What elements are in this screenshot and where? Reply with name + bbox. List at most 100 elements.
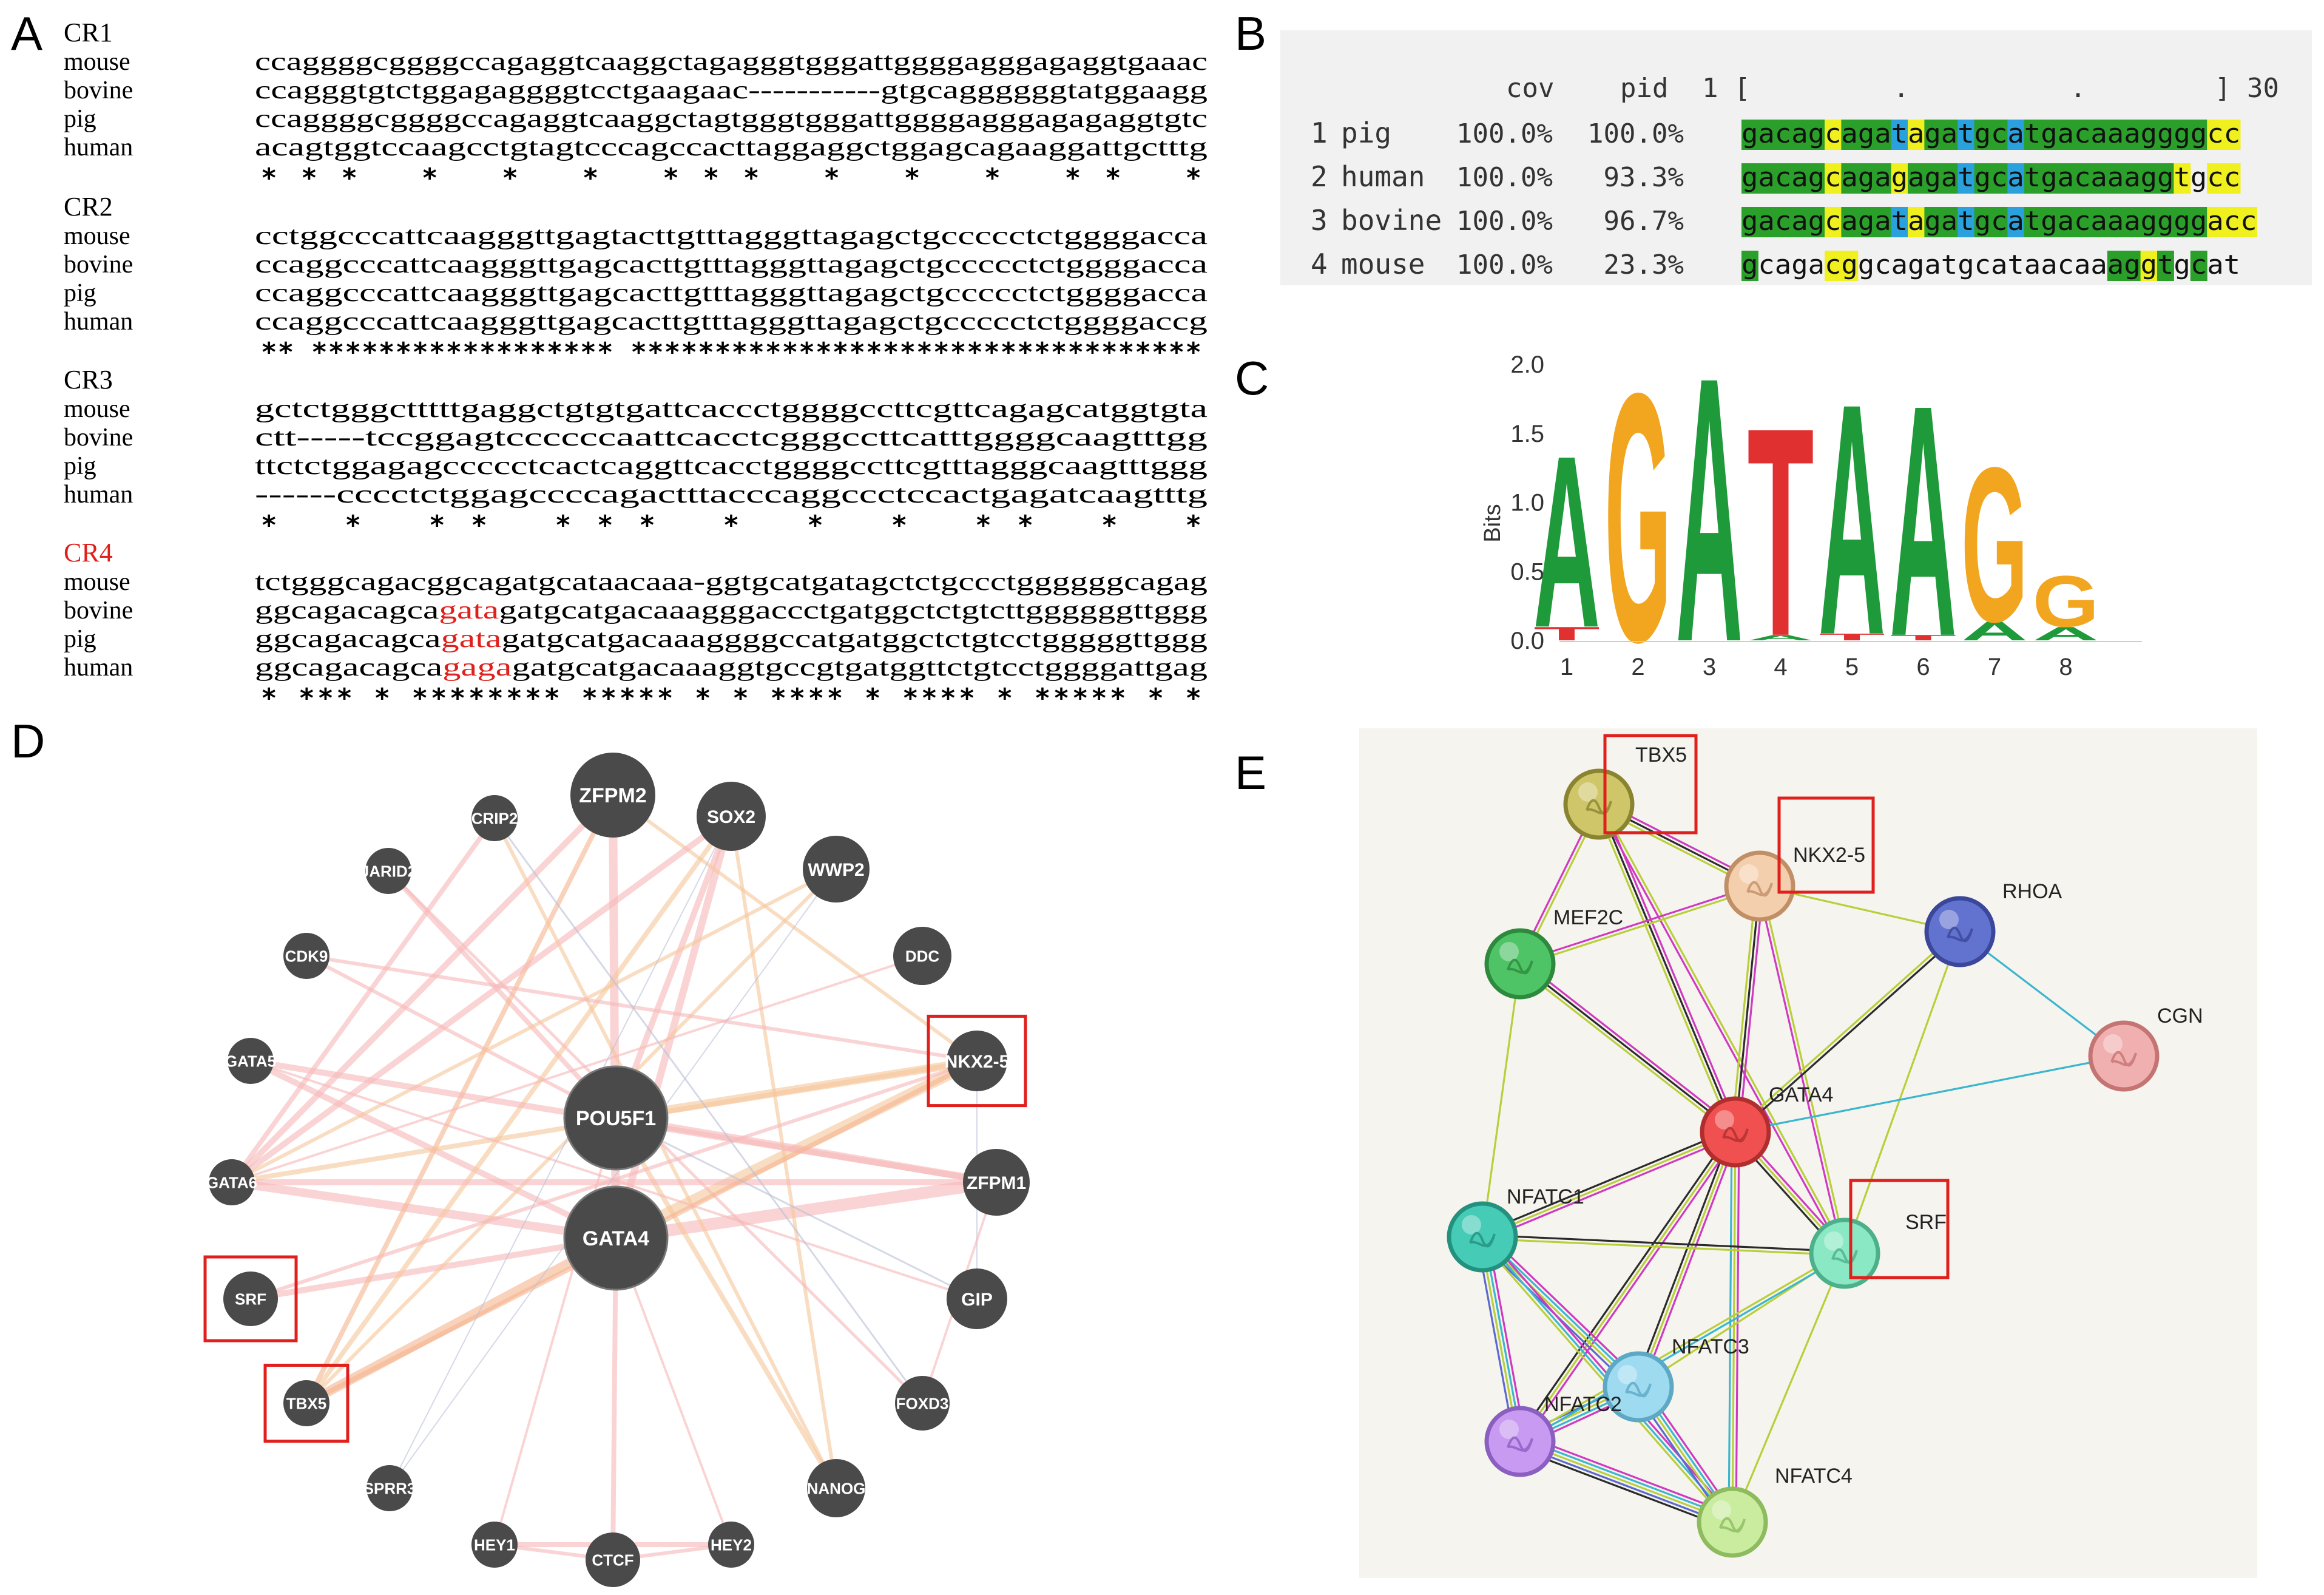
network-node [697, 782, 766, 851]
residue-highlight [1841, 207, 1859, 237]
string-edge [1843, 931, 1961, 1254]
residue-highlight [1991, 207, 2008, 237]
conservation-stars: *** * * * *** * * * ** * [261, 163, 1201, 194]
protein-label: TBX5 [1635, 743, 1687, 767]
network-node [228, 1038, 274, 1084]
protein-structure-icon [1507, 958, 1533, 975]
residue-highlight [1791, 120, 1809, 150]
protein-node [1700, 1096, 1771, 1168]
network-edge [615, 1237, 732, 1546]
seq-post: gatgcatgacaaagggaccctgatggctctgtcttggggg… [499, 597, 1208, 625]
protein-structure-icon [1625, 1381, 1652, 1398]
network-edge [229, 816, 497, 1185]
y-tick-label: 0.5 [1510, 558, 1544, 585]
network-node [563, 1185, 669, 1291]
node-gloss [1578, 782, 1598, 802]
row-pid: 23.3% [1604, 249, 1684, 280]
residue-highlight [2041, 163, 2058, 194]
residue-highlight [1741, 120, 1758, 150]
residue-highlight [2107, 120, 2124, 150]
network-node [947, 1268, 1007, 1329]
residue-highlight [1991, 163, 2008, 194]
sequence-text: acagtggtccaagcctgtagtcccagccacttaggaggct… [255, 134, 1208, 161]
residue-highlight [2107, 251, 2124, 281]
residue-highlight [1957, 207, 1975, 237]
network-node [365, 848, 411, 894]
residue-highlight [1825, 251, 1842, 281]
residue-highlight [1974, 163, 1991, 194]
string-edge [1482, 1238, 1845, 1256]
species-label: pig [64, 279, 96, 307]
residue-highlight [2240, 207, 2257, 237]
residue-highlight [2157, 163, 2174, 194]
row-sequence: gacagcagatagatgcatgacaaaggggcc [1741, 118, 2240, 149]
network-e-nodes: TBX5NKX2-5MEF2CRHOACGNGATA4NFATC1SRFNFAT… [1447, 734, 2203, 1558]
network-node [223, 1272, 278, 1326]
block-label: CR3 [64, 365, 113, 395]
string-edge [1516, 1129, 1734, 1440]
network-node [803, 836, 870, 902]
node-label: GATA4 [583, 1227, 649, 1250]
residue-highlight [1908, 207, 1925, 237]
logo-letter: G [1605, 319, 1672, 716]
node-gloss [1712, 1500, 1731, 1520]
residue-highlight [2074, 120, 2091, 150]
residue-highlight [1924, 207, 1942, 237]
row-cov: 100.0% [1456, 206, 1553, 237]
residue-highlight [1941, 163, 1958, 194]
string-edge [1482, 1234, 1641, 1386]
string-edge [1522, 1434, 1735, 1517]
residue-highlight [2024, 120, 2041, 150]
network-edge [389, 869, 837, 1489]
protein-node [1724, 850, 1795, 922]
block-label: CR1 [64, 18, 113, 47]
residue-highlight [2190, 207, 2207, 237]
residue-highlight [1825, 207, 1842, 237]
residue-highlight [1874, 120, 1892, 150]
sequence-text: ccaggggcggggccagaggtcaaggctagtgggtgggatt… [255, 105, 1208, 133]
residue-highlight [2157, 251, 2174, 281]
protein-node [2088, 1020, 2160, 1092]
panel-e: E TBX5NKX2-5MEF2CRHOACGNGATA4NFATC1SRFNF… [1235, 728, 2257, 1578]
row-cov: 100.0% [1456, 118, 1553, 149]
node-label: DDC [905, 947, 940, 965]
protein-structure-icon [2110, 1051, 2137, 1067]
row-species: pig [1341, 117, 1391, 149]
residue-highlight [2174, 207, 2191, 237]
species-label: bovine [64, 76, 133, 104]
seq-post: gatgcatgacaaaggtgccgtgatggttctgtcctgggga… [512, 654, 1208, 682]
sequence-text: ------cccctctggagccccagactttacccaggccctc… [255, 481, 1208, 509]
node-label: JARID2 [360, 862, 416, 880]
residue-highlight [1841, 251, 1859, 281]
string-edge [1594, 805, 1733, 1134]
string-edge [1731, 886, 1757, 1132]
highlight-box [1603, 734, 1698, 835]
species-label: pig [64, 625, 96, 653]
residue-highlight [2174, 163, 2191, 194]
panel-letter-e: E [1235, 746, 1266, 799]
protein-structure-icon [1831, 1248, 1858, 1264]
network-edge [612, 813, 735, 1242]
x-tick-label: 6 [1916, 654, 1930, 680]
residue-highlight [2090, 207, 2108, 237]
residue-highlight [1741, 207, 1758, 237]
alignment-table-bg [1280, 30, 2312, 285]
seq-post: gatgcatgacaaaggggccatgatggctctgtcctggggg… [502, 625, 1208, 653]
y-tick-label: 0.0 [1510, 628, 1544, 654]
seq-pre: tctgggcagacggcagatgcataacaaa-ggtgcatgata… [255, 568, 1208, 596]
x-tick-label: 8 [2059, 654, 2072, 680]
network-edge [615, 1117, 978, 1300]
row-species: mouse [1341, 248, 1425, 280]
node-label: FOXD3 [896, 1394, 949, 1412]
protein-structure-icon [1719, 1517, 1746, 1533]
residue-highlight [2124, 163, 2141, 194]
residue-highlight [2007, 163, 2025, 194]
residue-highlight [2057, 120, 2075, 150]
residue-highlight [2007, 120, 2025, 150]
highlight-box [1849, 1179, 1950, 1279]
network-d-nodes: ZFPM2SOX2CRIP2WWP2JARID2DDCCDK9NKX2-5GAT… [203, 753, 1030, 1587]
